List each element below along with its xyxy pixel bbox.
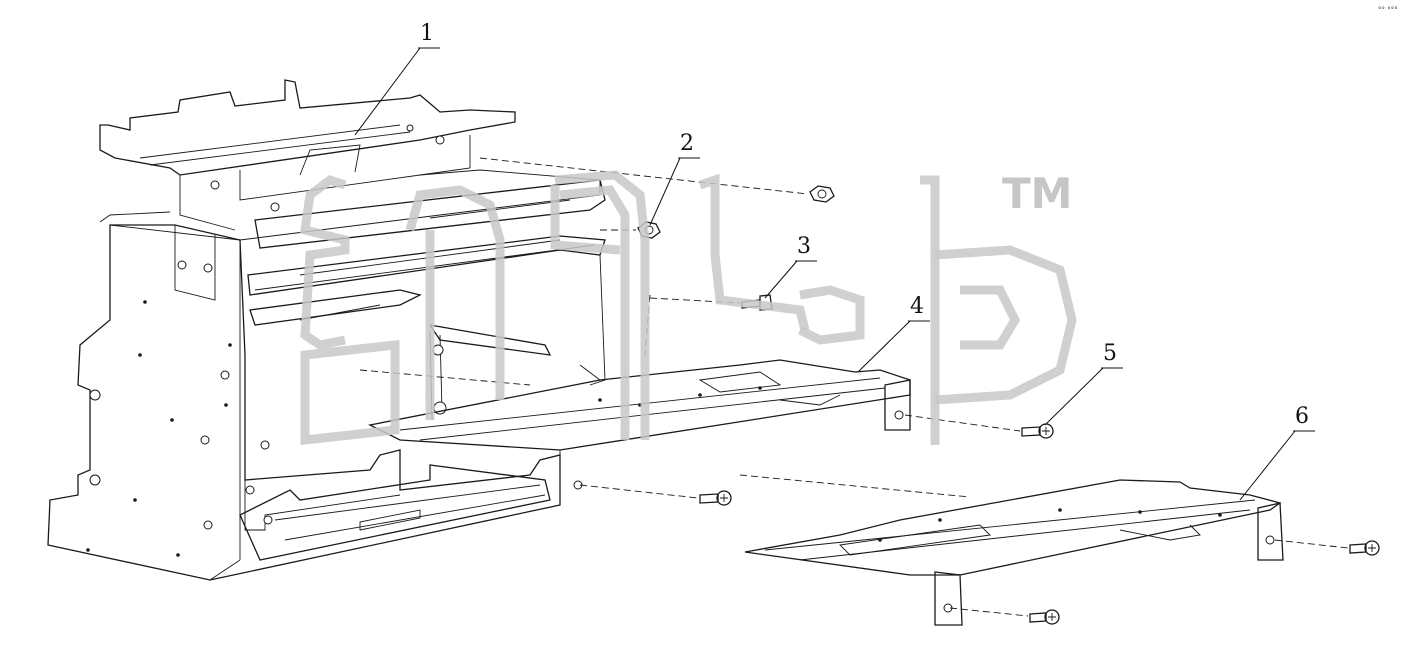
middle-plate-part <box>368 359 911 470</box>
corner-mark: °° °°° <box>1378 6 1398 14</box>
callout-6: 6 <box>1239 404 1315 501</box>
watermark-logo: TM <box>299 169 1077 446</box>
callout-1: 1 <box>354 21 440 136</box>
trademark-text: TM <box>1002 169 1072 218</box>
assembly-axes <box>359 157 1349 617</box>
screw-part-d <box>1029 609 1060 625</box>
callout-label-1: 1 <box>420 21 434 46</box>
callout-5: 5 <box>1044 341 1123 426</box>
callout-3: 3 <box>764 234 817 299</box>
screw-part-a <box>1021 423 1054 439</box>
callout-label-3: 3 <box>797 234 811 259</box>
callout-label-5: 5 <box>1103 341 1117 366</box>
callout-label-2: 2 <box>680 131 694 156</box>
screw-part-c <box>1349 540 1380 556</box>
callout-2: 2 <box>649 131 700 226</box>
frame-assembly <box>47 79 606 581</box>
callout-4: 4 <box>857 294 930 373</box>
callout-label-6: 6 <box>1295 404 1309 429</box>
screw-part-b <box>699 490 732 506</box>
lower-plate-part <box>744 479 1284 626</box>
hex-nut-part <box>809 185 835 203</box>
callout-label-4: 4 <box>910 294 924 319</box>
